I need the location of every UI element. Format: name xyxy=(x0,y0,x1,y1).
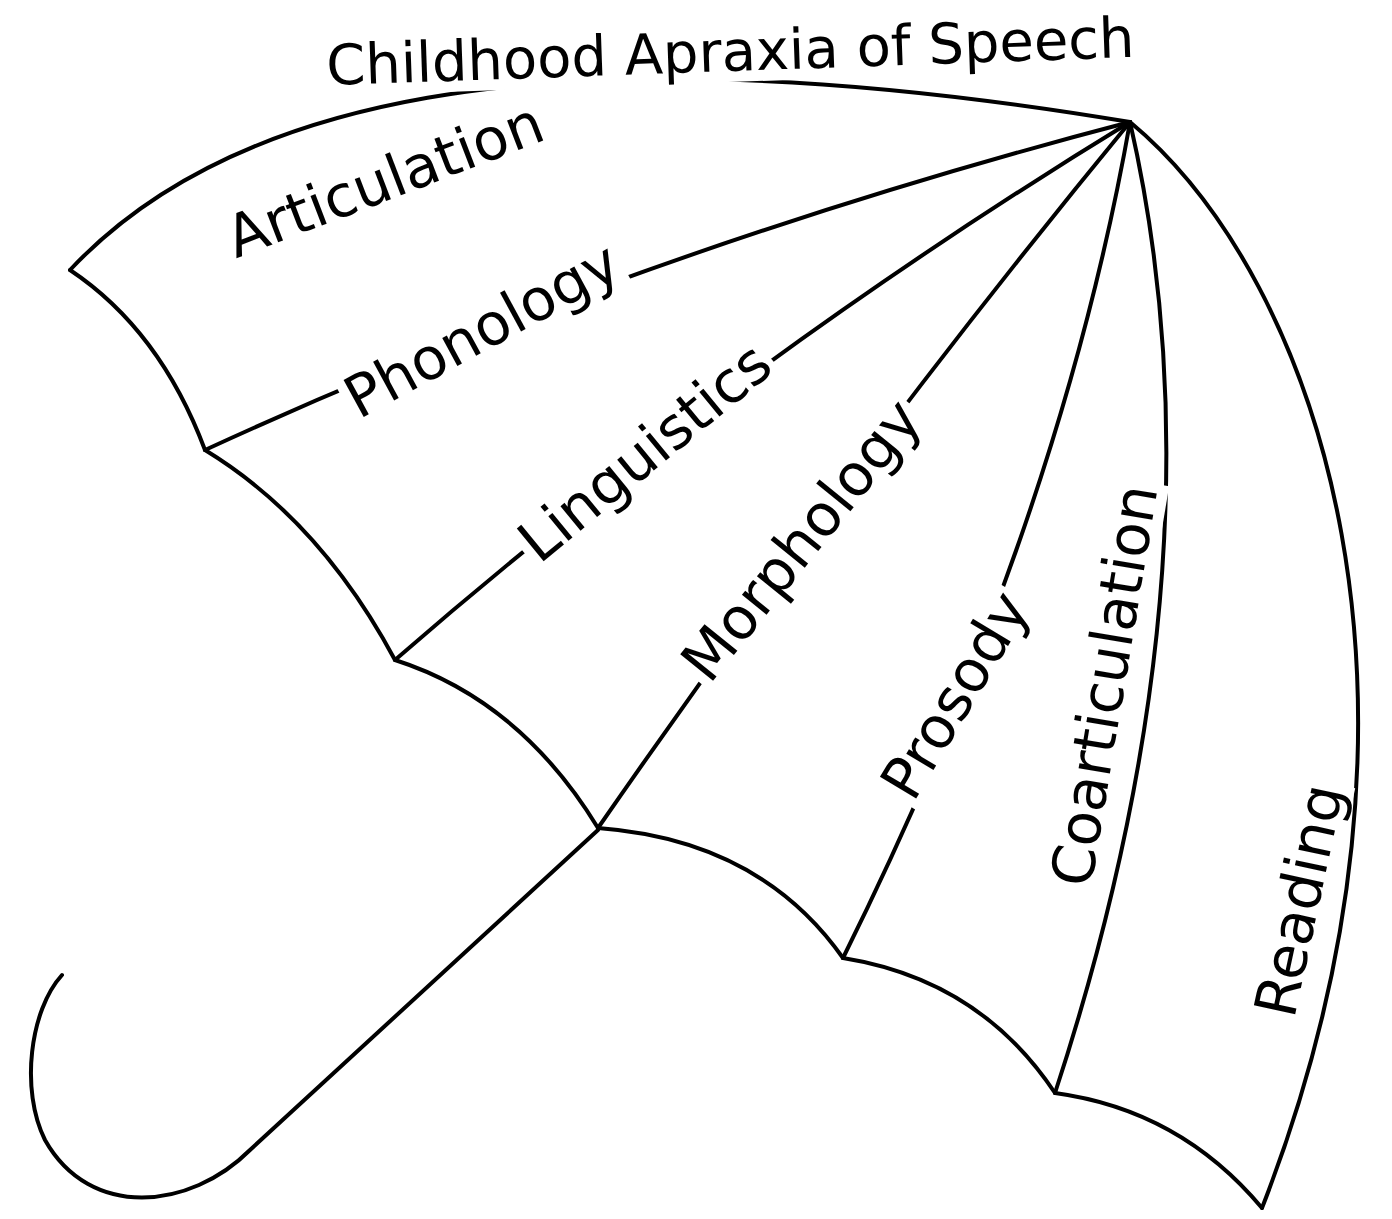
panel-label: Reading xyxy=(1245,775,1356,1026)
umbrella-handle xyxy=(31,830,598,1198)
canopy-scallop xyxy=(843,958,1055,1093)
canopy-scallop xyxy=(70,270,205,450)
canopy-scallop xyxy=(1055,1093,1262,1208)
canopy-right-edge xyxy=(1130,122,1358,1208)
panel-label: Linguistics xyxy=(504,329,785,575)
diagram-title: Childhood Apraxia of Speech xyxy=(321,8,1139,95)
panel-label: Articulation xyxy=(215,90,556,269)
canopy-scallop xyxy=(205,450,395,660)
canopy-scallop xyxy=(395,660,598,828)
panel-label: Prosody xyxy=(868,578,1042,812)
panel-label: Phonology xyxy=(331,229,633,431)
canopy-scallop xyxy=(598,828,843,958)
umbrella-rib xyxy=(598,122,1130,828)
